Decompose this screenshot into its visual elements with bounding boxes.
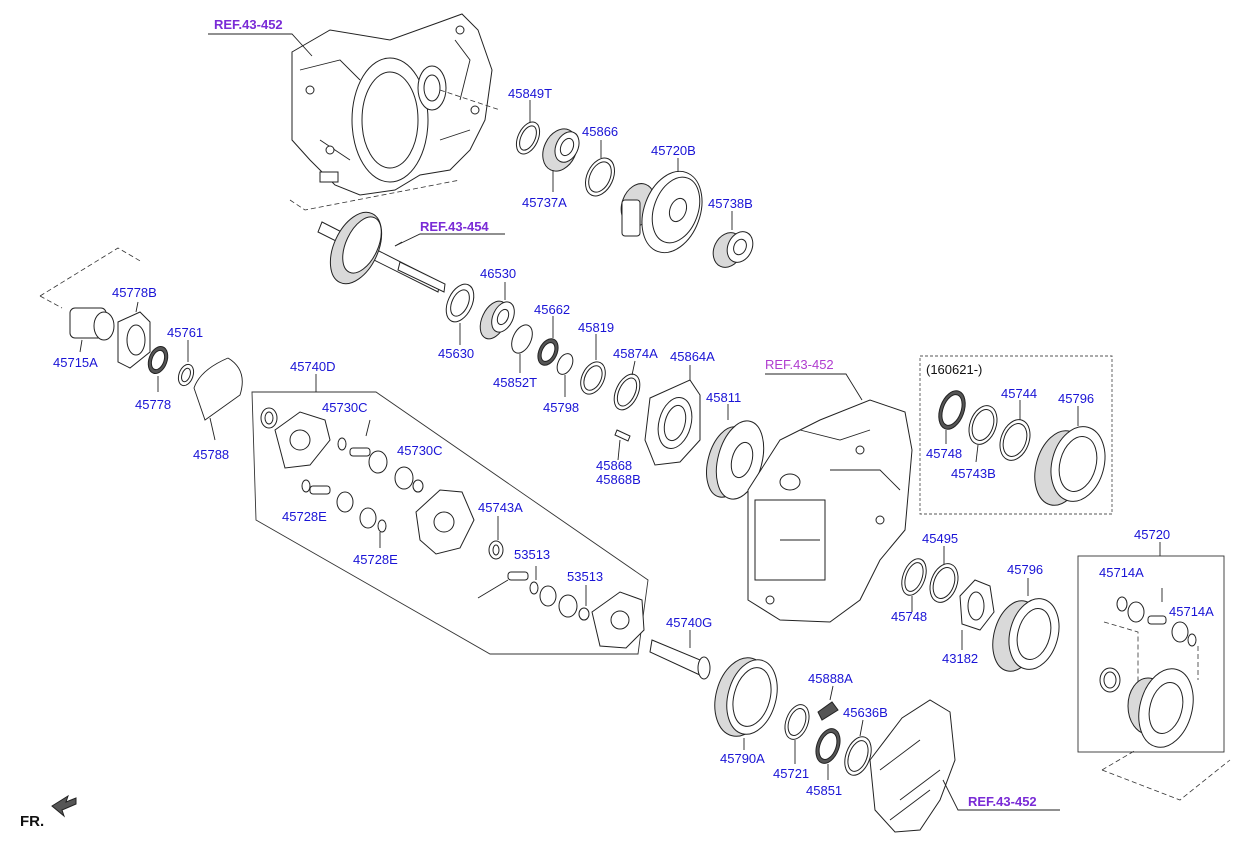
part-number-45778b[interactable]: 45778B: [112, 285, 157, 300]
part-number-45868b[interactable]: 45868B: [596, 472, 641, 487]
part-number-45495[interactable]: 45495: [922, 531, 959, 546]
part-number-45744[interactable]: 45744: [1001, 386, 1038, 401]
transmission-case-top: [291, 13, 493, 196]
part-number-45796[interactable]: 45796: [1058, 391, 1095, 406]
part-number-43182[interactable]: 43182: [942, 651, 979, 666]
transmission-case-middle: [747, 399, 913, 623]
part-number-45790a[interactable]: 45790A: [720, 751, 765, 766]
part-number-45630[interactable]: 45630: [438, 346, 475, 361]
part-number-45811[interactable]: 45811: [706, 390, 742, 405]
reference-link[interactable]: REF.43-452: [765, 357, 834, 372]
part-number-45740d[interactable]: 45740D: [290, 359, 336, 374]
part-number-45720[interactable]: 45720: [1134, 527, 1171, 542]
output-shaft: [317, 211, 446, 293]
part-number-45798[interactable]: 45798: [543, 400, 580, 415]
part-number-45743b[interactable]: 45743B: [951, 466, 996, 481]
part-number-45888a[interactable]: 45888A: [808, 671, 853, 686]
part-number-45852t[interactable]: 45852T: [493, 375, 538, 390]
part-number-45788[interactable]: 45788: [193, 447, 230, 462]
part-number-45721[interactable]: 45721: [773, 766, 810, 781]
part-number-45748[interactable]: 45748: [926, 446, 963, 461]
part-number-46530[interactable]: 46530: [480, 266, 517, 281]
part-number-45714a[interactable]: 45714A: [1099, 565, 1144, 580]
part-number-45874a[interactable]: 45874A: [613, 346, 658, 361]
part-number-45868[interactable]: 45868: [596, 458, 633, 473]
part-number-45715a[interactable]: 45715A: [53, 355, 98, 370]
reference-link[interactable]: REF.43-452: [214, 17, 283, 32]
part-number-45761[interactable]: 45761: [167, 325, 204, 340]
part-number-45849t[interactable]: 45849T: [508, 86, 553, 101]
part-number-53513[interactable]: 53513: [514, 547, 551, 562]
revision-note: (160621-): [926, 362, 983, 377]
part-number-45714a[interactable]: 45714A: [1169, 604, 1214, 619]
front-direction-label: FR.: [20, 813, 45, 830]
part-number-45743a[interactable]: 45743A: [478, 500, 523, 515]
part-number-45730c[interactable]: 45730C: [322, 400, 368, 415]
part-number-45738b[interactable]: 45738B: [708, 196, 753, 211]
reference-link[interactable]: REF.43-454: [420, 219, 489, 234]
part-number-45819[interactable]: 45819: [578, 320, 615, 335]
part-number-45662[interactable]: 45662: [534, 302, 571, 317]
part-number-45778[interactable]: 45778: [135, 397, 172, 412]
part-number-45866[interactable]: 45866: [582, 124, 619, 139]
part-number-45728e[interactable]: 45728E: [353, 552, 398, 567]
part-number-45748[interactable]: 45748: [891, 609, 928, 624]
part-number-45737a[interactable]: 45737A: [522, 195, 567, 210]
front-arrow-icon: [51, 794, 77, 818]
gear-45720b: [620, 170, 703, 254]
part-number-45636b[interactable]: 45636B: [843, 705, 888, 720]
reference-link[interactable]: REF.43-452: [968, 794, 1037, 809]
part-number-45730c[interactable]: 45730C: [397, 443, 443, 458]
part-number-45720b[interactable]: 45720B: [651, 143, 696, 158]
part-number-45796[interactable]: 45796: [1007, 562, 1044, 577]
part-number-45740g[interactable]: 45740G: [666, 615, 713, 630]
part-number-53513[interactable]: 53513: [567, 569, 604, 584]
part-number-45728e[interactable]: 45728E: [282, 509, 327, 524]
part-number-45851[interactable]: 45851: [806, 783, 843, 798]
part-number-45864a[interactable]: 45864A: [670, 349, 715, 364]
